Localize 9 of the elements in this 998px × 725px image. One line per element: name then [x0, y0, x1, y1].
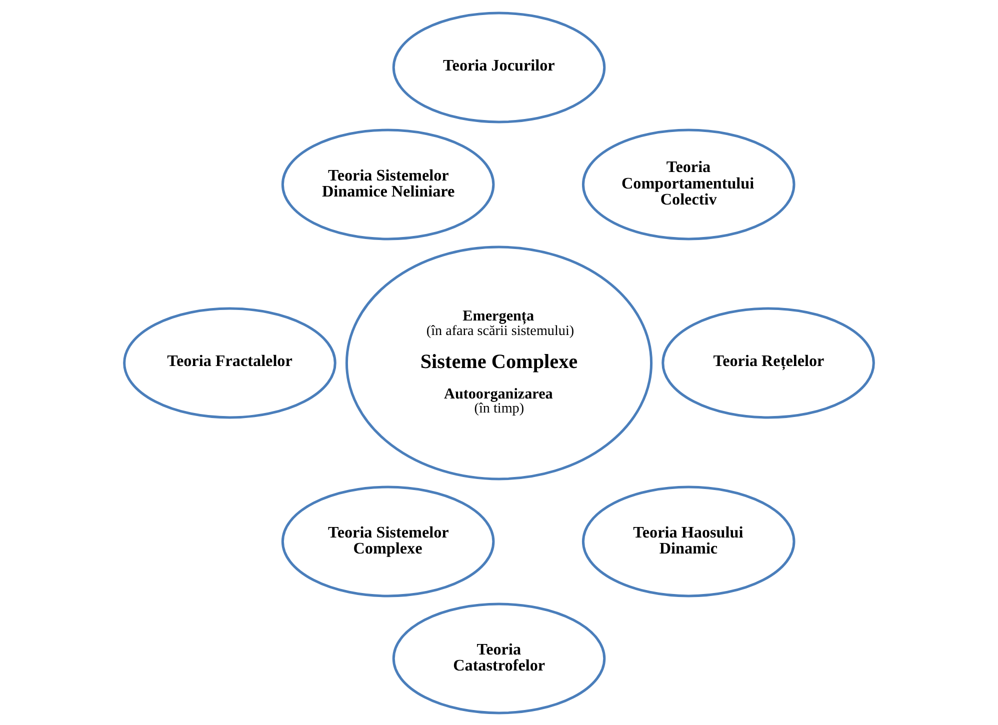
- node-ellipse: Teoria Sistemelor Dinamice Neliniare: [281, 128, 495, 240]
- node-ellipse: Emergența (în afara scării sistemului) Sisteme Complexe Autoorganizarea (în timp): [345, 245, 653, 480]
- node-ellipse: Teoria Sistemelor Complexe: [281, 485, 495, 597]
- node-ellipse: Teoria Rețelelor: [662, 306, 875, 418]
- node-ellipse: Teoria Jocurilor: [392, 11, 606, 123]
- node-ellipse: Teoria Fractalelor: [123, 306, 336, 418]
- node-ellipse: Teoria Catastrofelor: [392, 602, 606, 714]
- node-ellipse: Teoria Haosului Dinamic: [582, 485, 796, 597]
- node-ellipse: Teoria Comportamentului Colectiv: [582, 128, 796, 240]
